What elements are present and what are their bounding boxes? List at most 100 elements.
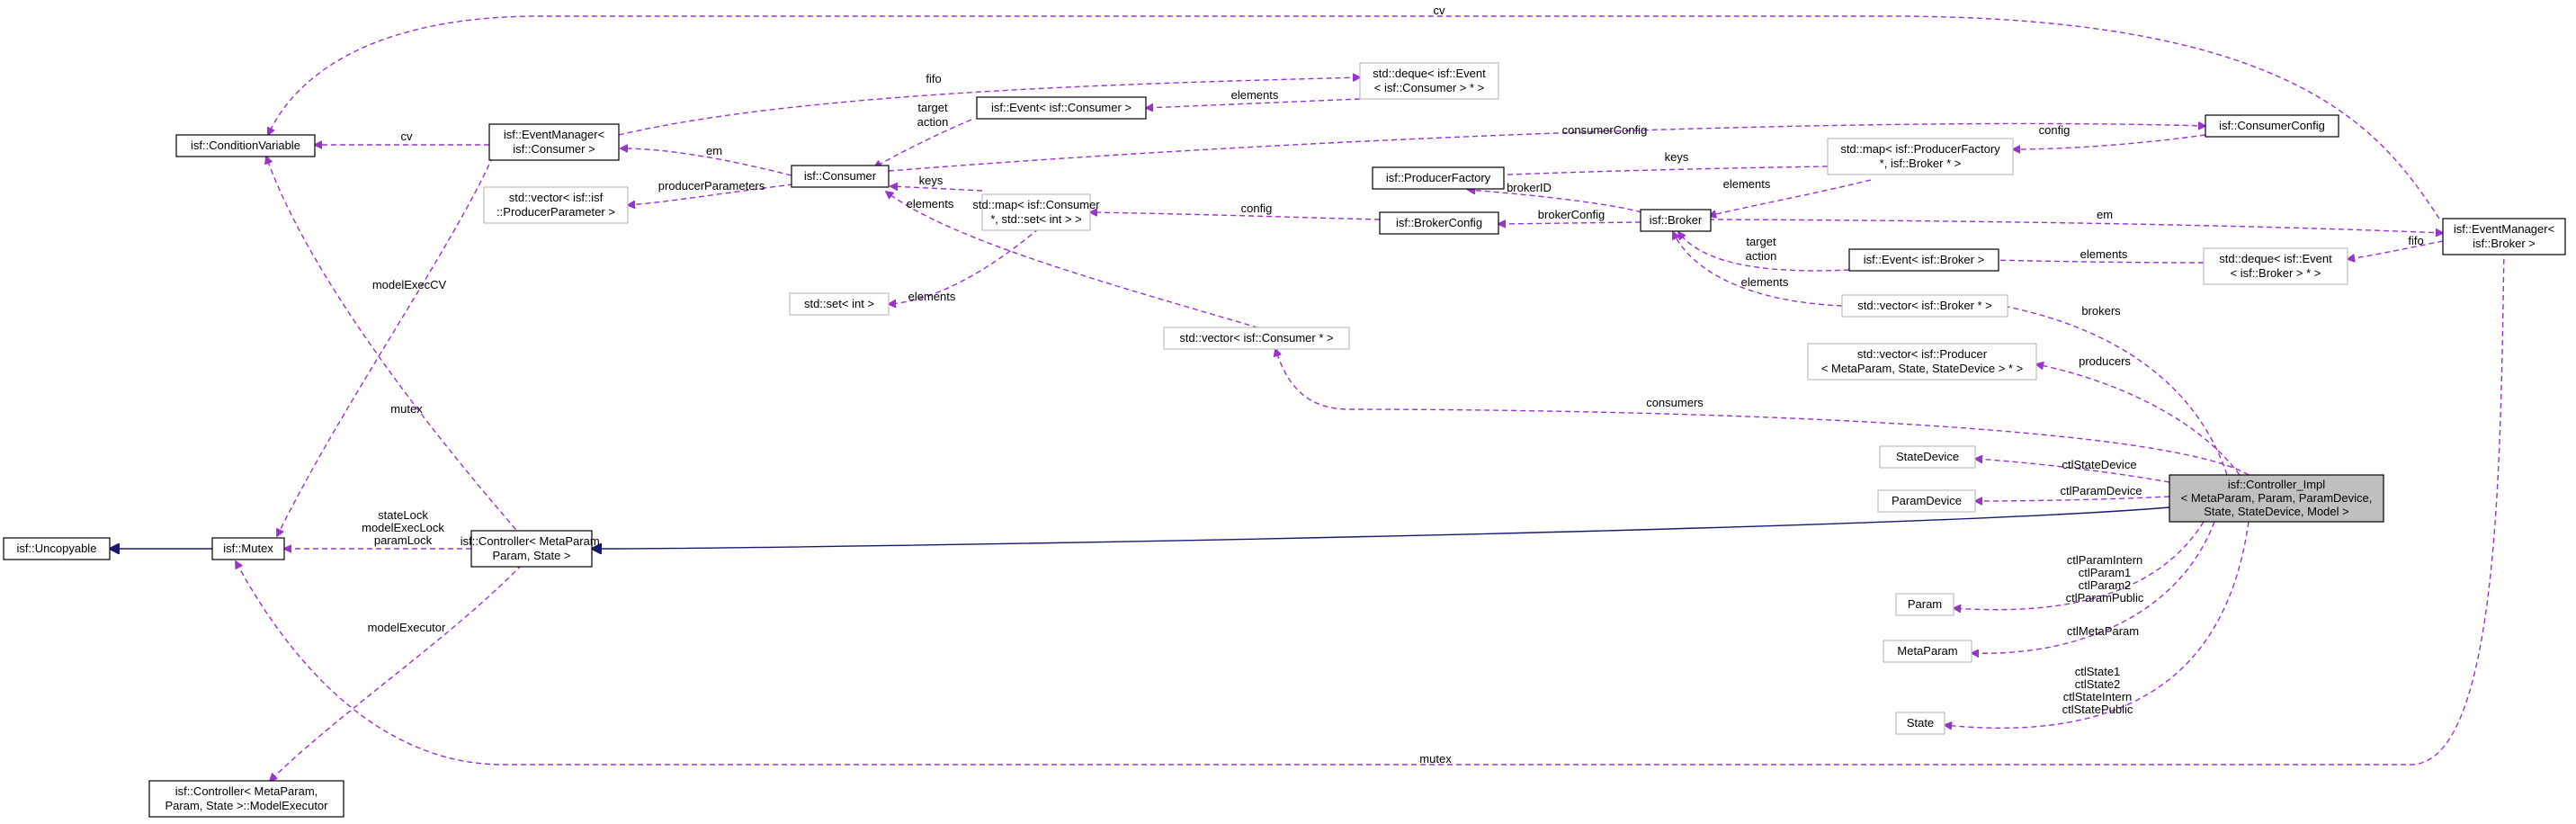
edge-model-exec-cv	[266, 157, 523, 537]
node-consumer-config[interactable]: isf::ConsumerConfig	[2205, 114, 2339, 138]
edge-mutex-broker	[236, 249, 2505, 766]
edge-label-cv-top: cv	[1434, 4, 1446, 17]
node-map-consumer[interactable]: std::map< isf::Consumer*, std::set< int …	[972, 193, 1100, 231]
node-set-int[interactable]: std::set< int >	[789, 292, 890, 316]
svg-text:std::map< isf::Consumer*, std:: std::map< isf::Consumer*, std::set< int …	[972, 198, 1100, 226]
node-deque-event-consumer[interactable]: std::deque< isf::Event< isf::Consumer > …	[1359, 62, 1499, 100]
node-uncopyable[interactable]: isf::Uncopyable	[3, 537, 111, 560]
svg-text:isf::ConditionVariable: isf::ConditionVariable	[191, 139, 300, 152]
node-vector-producer-parameter[interactable]: std::vector< isf::isf::ProducerParameter…	[483, 186, 629, 224]
svg-text:isf::Controller< MetaParam,Par: isf::Controller< MetaParam,Param, State …	[165, 784, 328, 812]
svg-text:isf::BrokerConfig: isf::BrokerConfig	[1396, 216, 1482, 229]
edge-label-brokers: brokers	[2081, 304, 2121, 318]
svg-text:StateDevice: StateDevice	[1896, 450, 1959, 463]
edge-em-broker	[1708, 219, 2443, 233]
svg-text:isf::EventManager<isf::Broker: isf::EventManager<isf::Broker >	[2454, 222, 2554, 250]
edge-label-config-consumer: config	[2039, 123, 2071, 137]
node-consumer[interactable]: isf::Consumer	[791, 165, 890, 188]
node-model-executor[interactable]: isf::Controller< MetaParam,Param, State …	[148, 780, 344, 818]
edge-producers	[2036, 364, 2241, 476]
edge-elements-broker-map	[1709, 179, 1872, 216]
edge-label-broker-config: brokerConfig	[1538, 208, 1605, 221]
edge-config-consumer	[2013, 134, 2206, 149]
edge-label-mutex-bottom: mutex	[1419, 752, 1452, 766]
svg-text:isf::EventManager<isf::Consume: isf::EventManager<isf::Consumer >	[504, 128, 604, 156]
edge-keys-broker	[1468, 166, 1829, 176]
svg-text:isf::Event< isf::Broker >: isf::Event< isf::Broker >	[1864, 253, 1984, 266]
edge-label-elements-broker-map: elements	[1723, 177, 1771, 191]
edge-label-ctl-param-device: ctlParamDevice	[2060, 484, 2142, 497]
edge-label-fifo-consumer: fifo	[926, 72, 941, 85]
edge-label-elements-deque-broker: elements	[2080, 247, 2128, 261]
node-controller[interactable]: isf::Controller< MetaParam,Param, State …	[461, 530, 604, 568]
node-producer-factory[interactable]: isf::ProducerFactory	[1372, 166, 1505, 190]
node-vector-consumer-ptr[interactable]: std::vector< isf::Consumer * >	[1163, 327, 1350, 350]
svg-text:isf::ProducerFactory: isf::ProducerFactory	[1386, 171, 1491, 184]
edge-label-elements-consumer-map: elements	[907, 197, 954, 210]
nodes: isf::Controller_Impl< MetaParam, Param, …	[3, 62, 2566, 818]
node-event-broker[interactable]: isf::Event< isf::Broker >	[1848, 248, 1999, 272]
edge-keys-consumer	[890, 186, 983, 192]
edge-label-elements-deque-consumer: elements	[1231, 88, 1279, 102]
svg-text:MetaParam: MetaParam	[1897, 644, 1957, 658]
svg-text:std::vector< isf::isf::Produce: std::vector< isf::isf::ProducerParameter…	[496, 191, 615, 219]
node-event-consumer[interactable]: isf::Event< isf::Consumer >	[976, 96, 1147, 120]
edge-inherit-controller-impl	[592, 506, 2170, 549]
edge-label-elements-broker-vec: elements	[1741, 275, 1789, 289]
svg-text:isf::Controller_Impl< MetaPara: isf::Controller_Impl< MetaParam, Param, …	[2181, 478, 2373, 518]
edge-label-model-executor: modelExecutor	[368, 621, 446, 634]
node-meta-param[interactable]: MetaParam	[1883, 640, 1972, 663]
edge-elements-set-int	[889, 228, 1040, 304]
edge-elements-consumer-vec	[886, 192, 1276, 334]
edge-label-cv-left: cv	[401, 130, 414, 143]
edge-em-consumer	[621, 148, 792, 176]
node-vector-producer[interactable]: std::vector< isf::Producer< MetaParam, S…	[1807, 343, 2037, 381]
edge-label-mutex-left: mutex	[390, 402, 423, 416]
svg-text:std::vector< isf::Broker * >: std::vector< isf::Broker * >	[1857, 299, 1992, 312]
edge-target-action-consumer	[874, 119, 972, 167]
edge-label-keys-consumer: keys	[919, 174, 944, 187]
node-map-producer-factory[interactable]: std::map< isf::ProducerFactory*, isf::Br…	[1827, 138, 2014, 175]
edge-model-executor	[270, 564, 523, 781]
edge-label-ctl-meta-param: ctlMetaParam	[2067, 624, 2139, 638]
node-param[interactable]: Param	[1895, 593, 1954, 616]
node-param-device[interactable]: ParamDevice	[1877, 489, 1976, 513]
edge-ctl-param-device	[1975, 496, 2170, 501]
edge-label-elements-set-int: elements	[908, 290, 956, 303]
edge-ctl-state-device	[1975, 459, 2170, 483]
edge-ctl-meta-param	[1972, 521, 2215, 653]
node-event-manager-broker[interactable]: isf::EventManager<isf::Broker >	[2442, 218, 2566, 255]
edge-broker-id	[1468, 190, 1642, 213]
node-broker[interactable]: isf::Broker	[1640, 209, 1712, 232]
node-state[interactable]: State	[1895, 712, 1945, 735]
node-deque-event-broker[interactable]: std::deque< isf::Event< isf::Broker > * …	[2203, 247, 2348, 285]
svg-text:std::map< isf::ProducerFactory: std::map< isf::ProducerFactory*, isf::Br…	[1840, 142, 2000, 170]
edge-fifo-broker	[2348, 240, 2444, 259]
node-mutex[interactable]: isf::Mutex	[211, 537, 285, 560]
node-vector-broker-ptr[interactable]: std::vector< isf::Broker * >	[1841, 294, 2008, 318]
svg-text:isf::Consumer: isf::Consumer	[804, 169, 877, 183]
svg-text:isf::Broker: isf::Broker	[1650, 213, 1703, 227]
edge-target-action-broker	[1678, 232, 1850, 272]
node-broker-config[interactable]: isf::BrokerConfig	[1379, 211, 1499, 235]
node-controller-impl[interactable]: isf::Controller_Impl< MetaParam, Param, …	[2169, 474, 2384, 523]
edge-fifo-consumer	[618, 77, 1360, 136]
edge-broker-config	[1498, 222, 1641, 224]
edge-mutex-consumer	[277, 156, 494, 536]
edge-ctl-params	[1954, 521, 2205, 610]
node-condition-variable[interactable]: isf::ConditionVariable	[175, 134, 316, 157]
edge-elements-broker-vec	[1673, 232, 1843, 307]
svg-text:State: State	[1907, 716, 1934, 730]
node-event-manager-consumer[interactable]: isf::EventManager<isf::Consumer >	[488, 123, 620, 161]
edges	[110, 15, 2505, 781]
svg-text:std::deque< isf::Event< isf::B: std::deque< isf::Event< isf::Broker > * …	[2219, 252, 2332, 280]
edge-label-keys-broker: keys	[1665, 150, 1689, 164]
svg-text:isf::Event< isf::Consumer >: isf::Event< isf::Consumer >	[991, 101, 1131, 114]
svg-text:Param: Param	[1908, 597, 1942, 611]
node-state-device[interactable]: StateDevice	[1879, 445, 1976, 469]
svg-text:isf::ConsumerConfig: isf::ConsumerConfig	[2219, 119, 2325, 132]
